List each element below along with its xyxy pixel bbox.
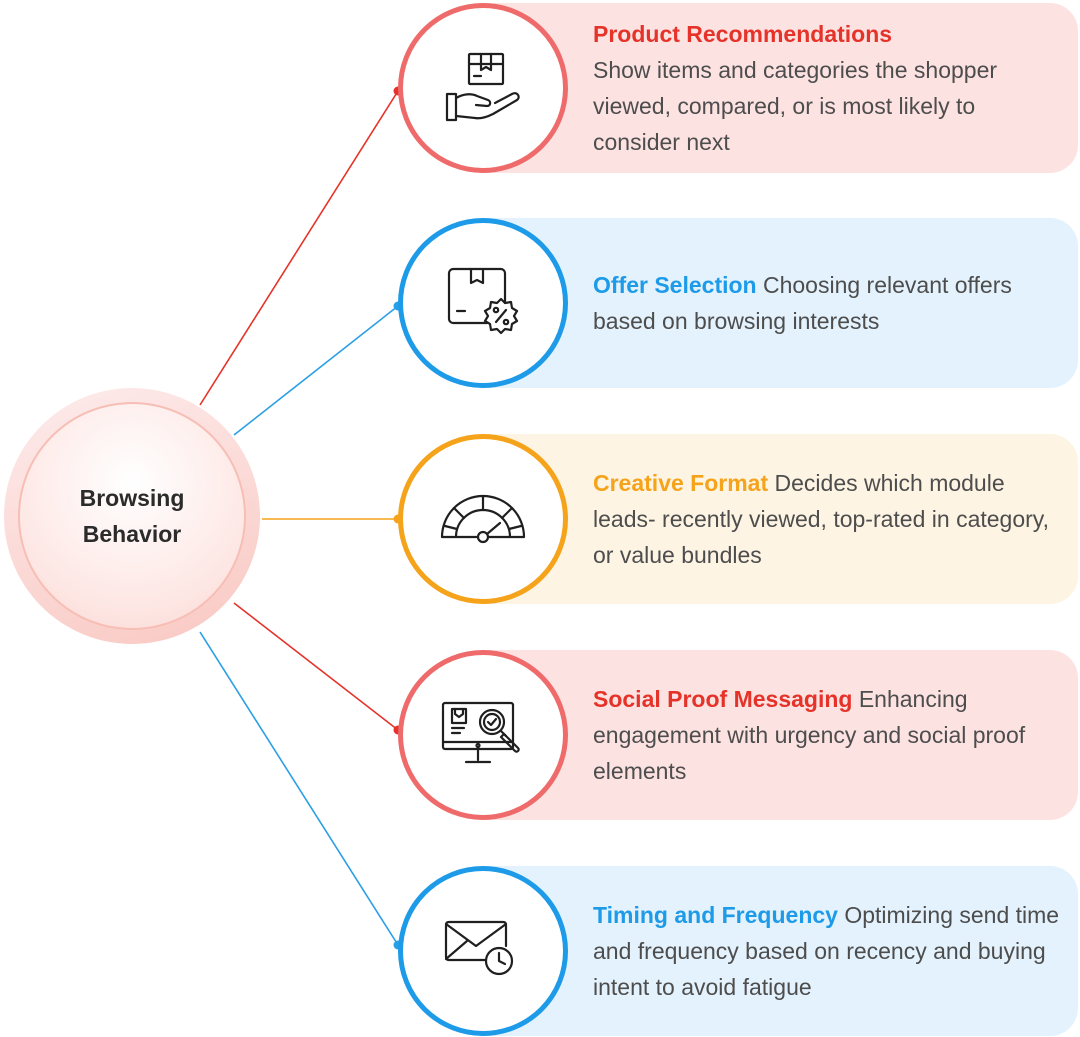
- item-card-product-recommendations: Product Recommendations Show items and c…: [480, 3, 1078, 173]
- monitor-search-icon: [441, 701, 520, 764]
- item-description: Decides which module leads- recently vie…: [593, 470, 1049, 568]
- hub-node: Browsing Behavior: [18, 402, 246, 630]
- item-card-timing-and-frequency: Timing and Frequency Optimizing send tim…: [480, 866, 1078, 1036]
- discount-box-icon: [447, 267, 519, 335]
- item-title: Timing and Frequency: [593, 902, 845, 928]
- item-icon-circle: [398, 218, 568, 388]
- item-description: Choosing relevant offers based on browsi…: [593, 272, 1012, 334]
- connector-line-1: [199, 90, 399, 406]
- item-text: Creative Format Decides which module lea…: [593, 465, 1063, 573]
- hub-title: Browsing Behavior: [79, 485, 185, 547]
- item-title: Social Proof Messaging: [593, 686, 859, 712]
- connector-line-2: [233, 305, 399, 436]
- item-card-social-proof-messaging: Social Proof Messaging Enhancing engagem…: [480, 650, 1078, 820]
- item-title: Offer Selection: [593, 272, 763, 298]
- mail-clock-icon: [444, 920, 514, 976]
- hand-box-icon: [445, 52, 520, 122]
- item-description: Show items and categories the shopper vi…: [593, 57, 998, 155]
- item-icon-circle: [398, 866, 568, 1036]
- item-card-offer-selection: Offer Selection Choosing relevant offers…: [480, 218, 1078, 388]
- item-icon-circle: [398, 434, 568, 604]
- gauge-icon: [440, 494, 526, 544]
- connector-line-5: [199, 631, 399, 946]
- item-icon-circle: [398, 3, 568, 173]
- item-title: Product Recommendations: [593, 21, 893, 47]
- item-description: Optimizing send time and frequency based…: [593, 902, 1060, 1000]
- item-description: Enhancing engagement with urgency and so…: [593, 686, 1026, 784]
- item-text: Timing and Frequency Optimizing send tim…: [593, 897, 1063, 1005]
- item-text: Offer Selection Choosing relevant offers…: [593, 267, 1063, 339]
- item-card-creative-format: Creative Format Decides which module lea…: [480, 434, 1078, 604]
- item-title: Creative Format: [593, 470, 775, 496]
- item-text: Social Proof Messaging Enhancing engagem…: [593, 681, 1063, 789]
- connector-line-4: [233, 602, 399, 731]
- item-text: Product Recommendations Show items and c…: [593, 16, 1063, 160]
- item-icon-circle: [398, 650, 568, 820]
